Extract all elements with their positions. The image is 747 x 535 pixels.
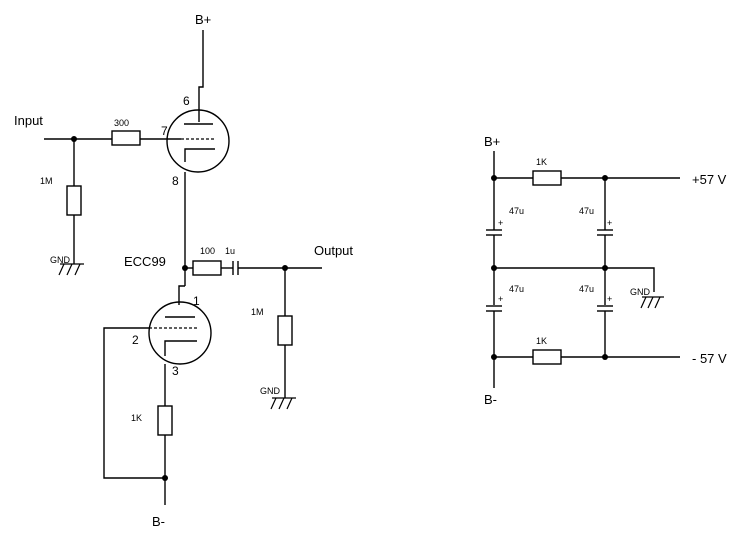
capacitor-c4 [597, 305, 613, 312]
ground-icon-output [270, 397, 296, 410]
resistor-1k-top [532, 170, 562, 186]
label-c4: 47u [579, 284, 594, 294]
lower-tube-envelope [148, 301, 212, 365]
label-r-1m-grid: 1M [40, 176, 53, 186]
capacitor-c2 [597, 229, 613, 236]
label-b-minus-right: B- [484, 392, 497, 407]
pin-1-label: 1 [193, 294, 200, 308]
label-r-100: 100 [200, 246, 215, 256]
label-b-plus-right: B+ [484, 134, 500, 149]
upper-tube-envelope [166, 109, 230, 173]
wire-middle-to-gnd [494, 267, 655, 292]
right-circuit: B+ 1K +57 V + 47u + 47u GND [484, 134, 727, 407]
c4-plus: + [607, 294, 612, 304]
left-circuit: B+ 6 7 8 Input 300 1M GND ECC99 [14, 12, 353, 529]
junction-bottom-right [602, 354, 608, 360]
label-r-1m-load: 1M [251, 307, 264, 317]
ground-icon-right [640, 296, 664, 309]
label-b-minus-left: B- [152, 514, 165, 529]
resistor-1k-cathode [157, 405, 173, 436]
pin-7-label: 7 [161, 124, 168, 138]
label-r-300: 300 [114, 118, 129, 128]
junction-top-left [491, 175, 497, 181]
junction-mid-right [602, 265, 608, 271]
pin-8-label: 8 [172, 174, 179, 188]
wire-grid-feedback-loop [103, 327, 165, 479]
resistor-1m-grid [66, 185, 82, 216]
label-b-plus-left: B+ [195, 12, 211, 27]
lower-tube-cathode [164, 340, 197, 356]
label-c1: 47u [509, 206, 524, 216]
label-c-1u: 1u [225, 246, 235, 256]
label-c2: 47u [579, 206, 594, 216]
pin-6-label: 6 [183, 94, 190, 108]
resistor-300 [111, 130, 141, 146]
c1-plus: + [498, 218, 503, 228]
upper-tube-cathode [184, 148, 215, 162]
c2-plus: + [607, 218, 612, 228]
wire-b-plus-to-plate [198, 30, 204, 122]
capacitor-c3 [486, 305, 502, 312]
junction-bottom [162, 475, 168, 481]
capacitor-c1 [486, 229, 502, 236]
label-output: Output [314, 243, 353, 258]
label-r-1k-cathode: 1K [131, 413, 142, 423]
junction-bottom-left [491, 354, 497, 360]
label-gnd-right: GND [630, 287, 651, 297]
label-minus-57v: - 57 V [692, 351, 727, 366]
label-tube-ecc99: ECC99 [124, 254, 166, 269]
junction-mid-left [491, 265, 497, 271]
label-r-1k-top: 1K [536, 157, 547, 167]
pin-2-label: 2 [132, 333, 139, 347]
ground-icon-left [58, 263, 84, 276]
label-gnd-left: GND [50, 255, 71, 265]
label-plus-57v: +57 V [692, 172, 727, 187]
label-r-1k-bottom: 1K [536, 336, 547, 346]
pin-3-label: 3 [172, 364, 179, 378]
resistor-1k-bottom [532, 349, 562, 365]
resistor-100 [192, 260, 222, 276]
label-gnd-output: GND [260, 386, 281, 396]
label-c3: 47u [509, 284, 524, 294]
label-input: Input [14, 113, 43, 128]
resistor-1m-load [277, 315, 293, 346]
wire-to-lower-plate [178, 285, 185, 305]
c3-plus: + [498, 294, 503, 304]
